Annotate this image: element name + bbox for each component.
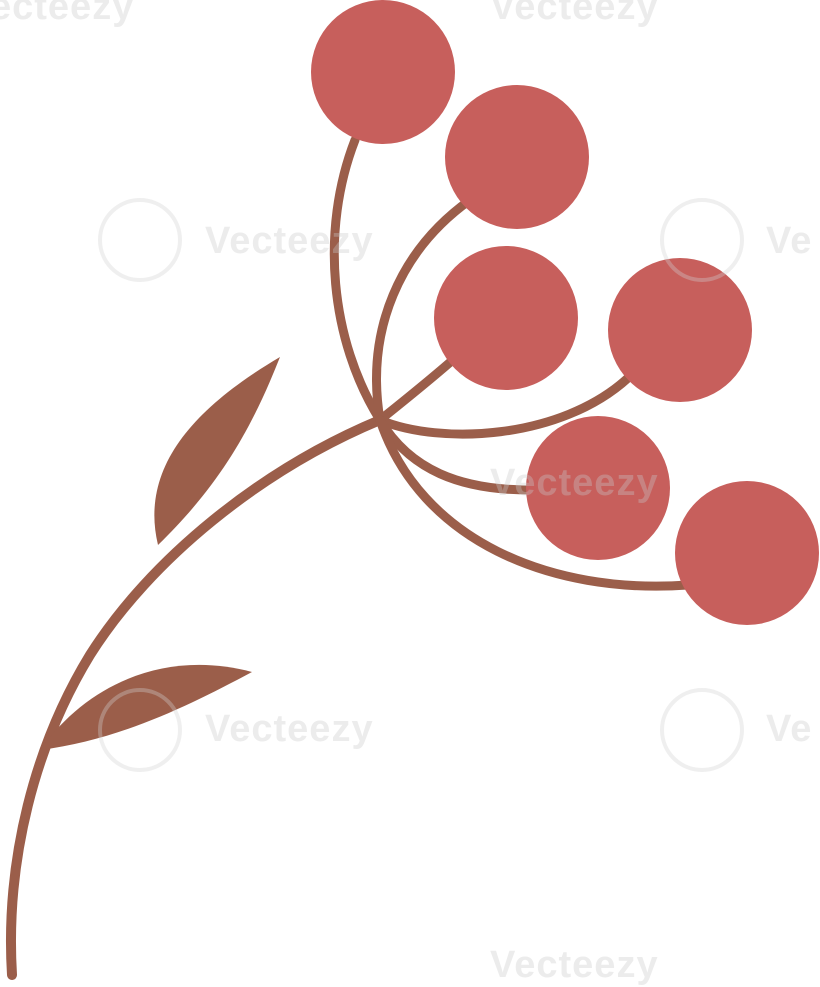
berry-stem-2 — [372, 195, 475, 425]
berry-stem-3 — [375, 353, 460, 425]
lower-leaf — [40, 664, 252, 750]
upper-leaf — [154, 357, 280, 545]
main-stem — [6, 415, 385, 980]
berry-stem-1 — [329, 135, 385, 425]
berry-5 — [526, 416, 670, 560]
berry-4 — [608, 258, 752, 402]
berry-3 — [434, 246, 578, 390]
berry-1 — [311, 0, 455, 144]
berry-stem-4 — [375, 373, 633, 439]
berry-stem-6 — [375, 415, 693, 591]
berry-stem-5 — [375, 415, 535, 495]
berry-6 — [675, 481, 819, 625]
berry-2 — [445, 85, 589, 229]
